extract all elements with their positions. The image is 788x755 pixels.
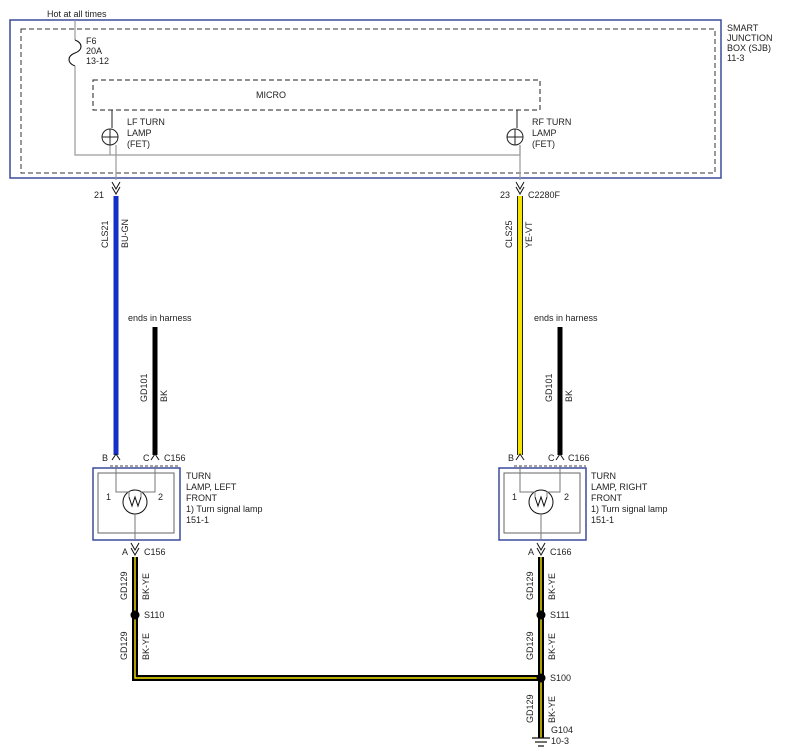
left-lamp-pin2: 2 bbox=[158, 492, 163, 502]
rf-fet-label-line3: (FET) bbox=[532, 139, 555, 149]
wire-gd101-left-circuit: GD101 bbox=[139, 373, 149, 402]
right-gd129-color: BK-YE bbox=[547, 573, 557, 600]
left-gd129-circuit-2: GD129 bbox=[119, 631, 129, 660]
left-lamp-pin-c-icon bbox=[150, 453, 160, 461]
wire-gd101-right-circuit: GD101 bbox=[544, 373, 554, 402]
right-gd129-color-2: BK-YE bbox=[547, 633, 557, 660]
wire-cls21-circuit: CLS21 bbox=[100, 220, 110, 248]
right-lamp-pin-b: B bbox=[508, 453, 514, 463]
left-lamp-name-line2: LAMP, LEFT bbox=[186, 482, 237, 492]
right-lamp-pin-a: A bbox=[528, 547, 534, 557]
rf-turn-fet[interactable] bbox=[506, 128, 524, 146]
ground-point-ref: 10-3 bbox=[551, 736, 569, 746]
fuse-symbol[interactable] bbox=[68, 39, 82, 67]
right-lamp-pin1: 1 bbox=[512, 492, 517, 502]
left-lamp-connector-a: C156 bbox=[144, 547, 166, 557]
ground-point-id: G104 bbox=[551, 725, 573, 735]
ground-harness[interactable] bbox=[132, 557, 544, 738]
left-lamp-detail: 1) Turn signal lamp bbox=[186, 504, 263, 514]
rf-fet-label-line1: RF TURN bbox=[532, 117, 571, 127]
left-gd129-color-2: BK-YE bbox=[141, 633, 151, 660]
rf-fet-label-line2: LAMP bbox=[532, 128, 557, 138]
ground-symbol-icon bbox=[532, 737, 550, 747]
right-gd129-circuit-2: GD129 bbox=[525, 631, 535, 660]
left-gd129-color: BK-YE bbox=[141, 573, 151, 600]
sjb-title-line2: JUNCTION bbox=[727, 33, 773, 43]
final-gd129-color: BK-YE bbox=[547, 696, 557, 723]
fuse-id: F6 bbox=[86, 36, 97, 46]
wire-cls21-color: BU-GN bbox=[120, 219, 130, 248]
right-lamp-ref: 151-1 bbox=[591, 515, 614, 525]
right-lamp-pin-c-icon bbox=[555, 453, 565, 461]
lf-fet-label-line1: LF TURN bbox=[127, 117, 165, 127]
right-lamp-name-line2: LAMP, RIGHT bbox=[591, 482, 648, 492]
right-lamp-pin-b-icon bbox=[515, 453, 525, 461]
lf-fet-label-line3: (FET) bbox=[127, 139, 150, 149]
left-lamp-pin-c: C bbox=[143, 453, 150, 463]
right-ground-note: ends in harness bbox=[534, 313, 598, 323]
left-lamp-ref: 151-1 bbox=[186, 515, 209, 525]
sjb-title-line1: SMART bbox=[727, 23, 759, 33]
fuse-rating: 20A bbox=[86, 46, 102, 56]
splice-s110-label: S110 bbox=[144, 610, 164, 620]
left-lamp-pin-a-icon bbox=[130, 542, 140, 557]
right-lamp-connector-a: C166 bbox=[550, 547, 572, 557]
right-lamp-pin-c: C bbox=[548, 453, 555, 463]
left-lamp-pin-b: B bbox=[102, 453, 108, 463]
micro-module[interactable] bbox=[92, 79, 541, 111]
power-source-label: Hot at all times bbox=[47, 9, 107, 19]
right-gd129-circuit: GD129 bbox=[525, 571, 535, 600]
wire-gd101-left-color: BK bbox=[159, 390, 169, 402]
fuse-ref: 13-12 bbox=[86, 56, 109, 66]
left-sjb-connector-icon bbox=[111, 181, 121, 196]
right-sjb-connector-icon bbox=[515, 181, 525, 196]
left-lamp-pin1: 1 bbox=[106, 492, 111, 502]
left-lamp-pin-a: A bbox=[122, 547, 128, 557]
right-sjb-pin: 23 bbox=[500, 190, 510, 200]
left-gd129-circuit: GD129 bbox=[119, 571, 129, 600]
left-lamp-pin-b-icon bbox=[111, 453, 121, 461]
sjb-box[interactable] bbox=[9, 19, 722, 179]
left-lamp-name-line1: TURN bbox=[186, 471, 211, 481]
right-lamp-detail: 1) Turn signal lamp bbox=[591, 504, 668, 514]
left-lamp-name-line3: FRONT bbox=[186, 493, 217, 503]
right-lamp-pin-a-icon bbox=[536, 542, 546, 557]
wire-gd101-right-color: BK bbox=[564, 390, 574, 402]
final-gd129-circuit: GD129 bbox=[525, 694, 535, 723]
wire-cls25-color: YE-VT bbox=[524, 221, 534, 248]
right-lamp-pin2: 2 bbox=[564, 492, 569, 502]
sjb-title-line3: BOX (SJB) bbox=[727, 43, 771, 53]
right-sjb-connector: C2280F bbox=[528, 190, 561, 200]
lf-fet-label-line2: LAMP bbox=[127, 128, 152, 138]
splice-s100[interactable] bbox=[536, 673, 546, 683]
sjb-inner-boundary bbox=[20, 28, 716, 174]
right-lamp-name-line1: TURN bbox=[591, 471, 616, 481]
left-front-turn-lamp[interactable] bbox=[92, 466, 181, 541]
lf-turn-fet[interactable] bbox=[101, 128, 119, 146]
right-front-turn-lamp[interactable] bbox=[498, 466, 587, 541]
splice-s111[interactable] bbox=[536, 610, 546, 620]
right-lamp-name-line3: FRONT bbox=[591, 493, 622, 503]
left-sjb-pin: 21 bbox=[94, 190, 104, 200]
splice-s110[interactable] bbox=[130, 610, 140, 620]
micro-label: MICRO bbox=[256, 90, 286, 100]
splice-s111-label: S111 bbox=[550, 610, 570, 620]
right-lamp-connector: C166 bbox=[568, 453, 590, 463]
splice-s100-label: S100 bbox=[550, 673, 571, 683]
left-lamp-connector: C156 bbox=[164, 453, 186, 463]
left-ground-note: ends in harness bbox=[128, 313, 192, 323]
wire-cls25-circuit: CLS25 bbox=[504, 220, 514, 248]
sjb-ref: 11-3 bbox=[727, 53, 744, 63]
